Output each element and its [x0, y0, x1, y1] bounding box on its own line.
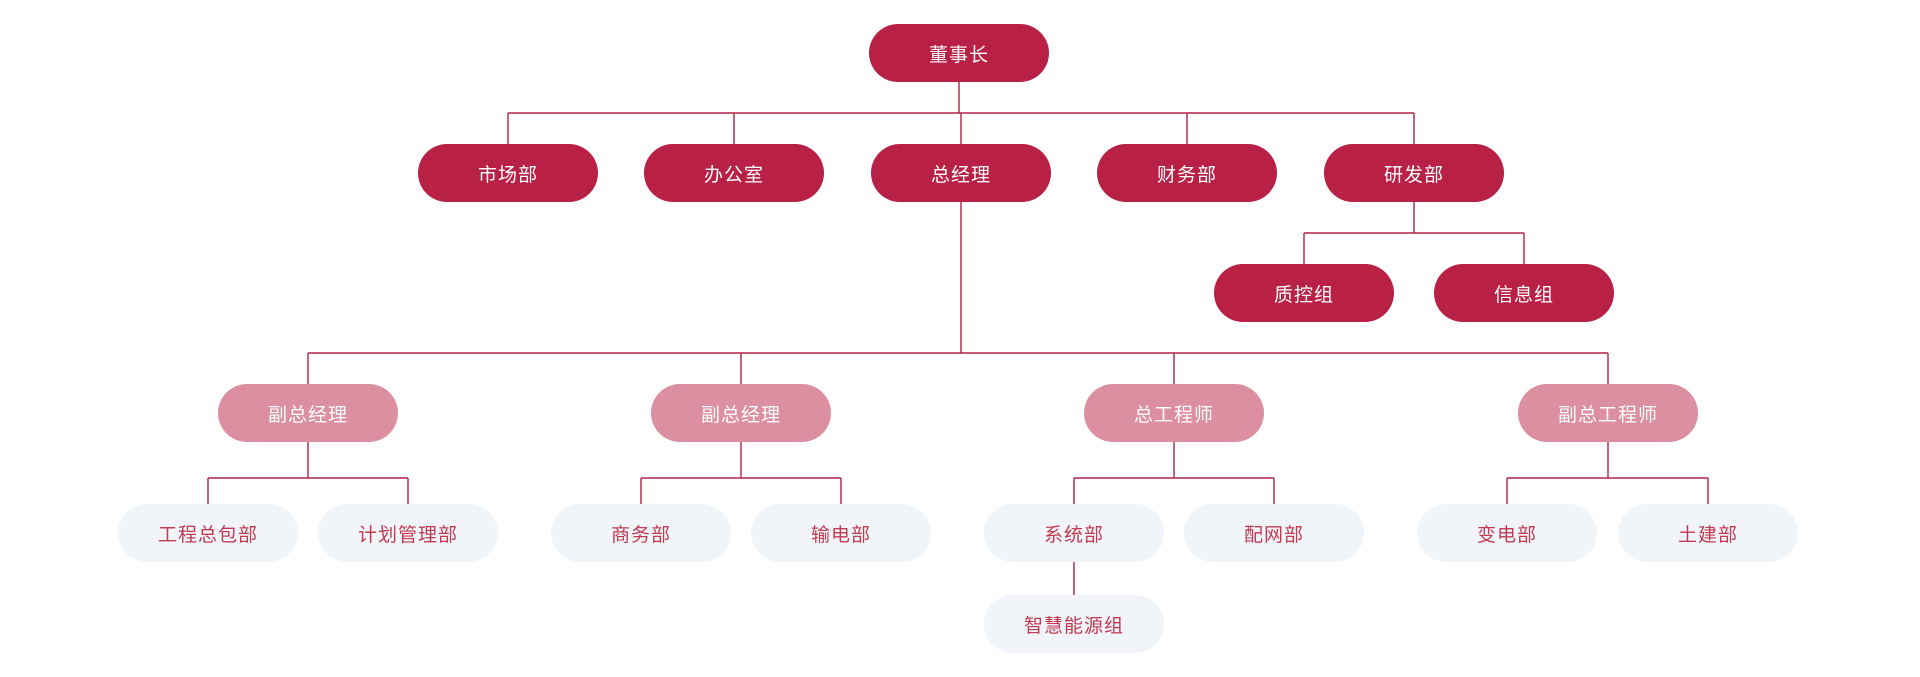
connector-level3-to-level4 — [207, 442, 1709, 504]
node-system-dept-label: 系统部 — [1043, 524, 1104, 546]
node-office-label: 办公室 — [703, 164, 764, 186]
node-chief-engineer[interactable]: 总工程师 — [1084, 384, 1264, 442]
node-general-manager-label: 总经理 — [930, 164, 991, 186]
node-quality-control-group-label: 质控组 — [1273, 284, 1334, 306]
node-chief-engineer-label: 总工程师 — [1133, 404, 1214, 426]
node-smart-energy-group[interactable]: 智慧能源组 — [984, 595, 1164, 653]
node-marketing-dept[interactable]: 市场部 — [418, 144, 598, 202]
node-deputy-gm-1[interactable]: 副总经理 — [218, 384, 398, 442]
node-smart-energy-group-label: 智慧能源组 — [1023, 615, 1124, 637]
node-rnd-dept[interactable]: 研发部 — [1324, 144, 1504, 202]
node-deputy-gm-2[interactable]: 副总经理 — [651, 384, 831, 442]
node-rnd-dept-label: 研发部 — [1383, 164, 1444, 186]
node-epc-dept[interactable]: 工程总包部 — [118, 504, 298, 562]
node-general-manager[interactable]: 总经理 — [871, 144, 1051, 202]
node-substation-dept-label: 变电部 — [1476, 524, 1537, 546]
node-substation-dept[interactable]: 变电部 — [1417, 504, 1597, 562]
node-chairman[interactable]: 董事长 — [869, 24, 1049, 82]
node-deputy-gm-2-label: 副总经理 — [700, 404, 781, 426]
node-deputy-chief-engineer[interactable]: 副总工程师 — [1518, 384, 1698, 442]
node-planning-management-dept[interactable]: 计划管理部 — [318, 504, 498, 562]
connector-chairman-to-level2 — [507, 82, 1415, 144]
node-commerce-dept[interactable]: 商务部 — [551, 504, 731, 562]
node-epc-dept-label: 工程总包部 — [157, 524, 258, 546]
node-distribution-network-dept-label: 配网部 — [1243, 524, 1304, 546]
node-chairman-label: 董事长 — [928, 44, 989, 66]
node-distribution-network-dept[interactable]: 配网部 — [1184, 504, 1364, 562]
node-system-dept[interactable]: 系统部 — [984, 504, 1164, 562]
node-transmission-dept[interactable]: 输电部 — [751, 504, 931, 562]
node-information-group[interactable]: 信息组 — [1434, 264, 1614, 322]
node-finance-dept[interactable]: 财务部 — [1097, 144, 1277, 202]
node-quality-control-group[interactable]: 质控组 — [1214, 264, 1394, 322]
node-marketing-dept-label: 市场部 — [477, 164, 538, 186]
node-civil-engineering-dept-label: 土建部 — [1677, 524, 1738, 546]
node-commerce-dept-label: 商务部 — [610, 524, 671, 546]
connector-rnd-to-groups — [1303, 202, 1525, 264]
connector-gm-to-level3 — [307, 202, 1609, 384]
node-transmission-dept-label: 输电部 — [810, 524, 871, 546]
node-civil-engineering-dept[interactable]: 土建部 — [1618, 504, 1798, 562]
node-deputy-chief-engineer-label: 副总工程师 — [1557, 404, 1658, 426]
node-planning-management-dept-label: 计划管理部 — [357, 524, 458, 546]
node-finance-dept-label: 财务部 — [1156, 164, 1217, 186]
node-deputy-gm-1-label: 副总经理 — [267, 404, 348, 426]
node-information-group-label: 信息组 — [1493, 284, 1554, 306]
node-office[interactable]: 办公室 — [644, 144, 824, 202]
